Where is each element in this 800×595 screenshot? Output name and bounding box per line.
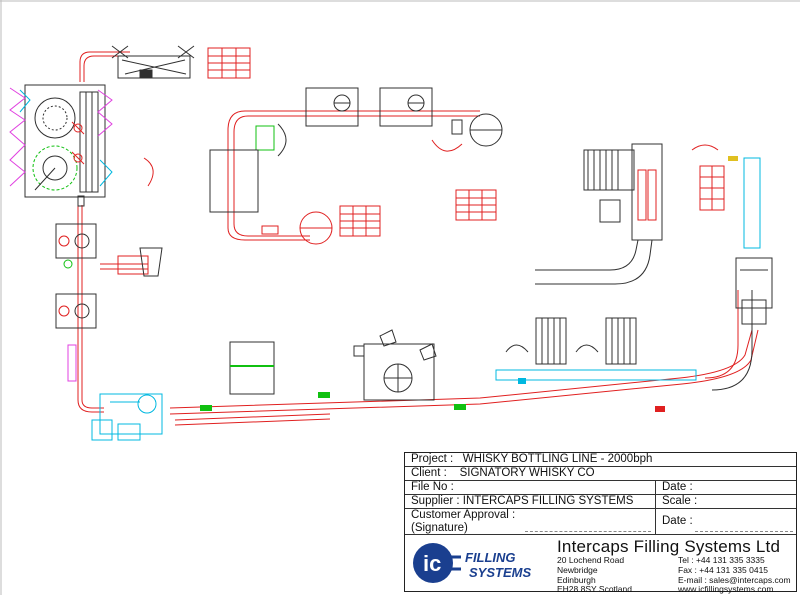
project-value: WHISKY BOTTLING LINE - 2000bph — [462, 453, 653, 465]
pallet-far-right — [699, 165, 725, 211]
company-logo: ic FILLING SYSTEMS — [413, 543, 531, 583]
conveyor-upper-right — [535, 239, 753, 391]
machine-center-bottom — [229, 329, 437, 401]
title-block: Project : WHISKY BOTTLING LINE - 2000bph… — [404, 452, 797, 594]
signature-label: (Signature) — [411, 522, 468, 534]
client-label: Client : — [411, 467, 447, 479]
conveyor-main — [77, 51, 759, 426]
address-line-4: EH28 8SY Scotland — [557, 584, 632, 594]
client-value: SIGNATORY WHISKY CO — [459, 467, 595, 479]
machine-mid-upper — [143, 87, 503, 245]
file-label: File No : — [411, 481, 454, 493]
scale-label: Scale : — [662, 495, 698, 507]
date-line — [695, 531, 793, 532]
conveyor-mid-loop — [100, 110, 480, 270]
pallet-top-left — [207, 47, 251, 79]
date-label: Date : — [662, 481, 693, 493]
approval-row: Customer Approval : (Signature) Date : — [405, 509, 796, 535]
logo-text-filling: FILLING — [465, 550, 516, 565]
supplier-label: Supplier : — [411, 495, 460, 507]
client-row: Client : SIGNATORY WHISKY CO — [405, 467, 796, 481]
pallet-center — [339, 205, 381, 237]
address-line-2: Newbridge — [557, 565, 598, 575]
date2-label: Date : — [662, 515, 693, 527]
address-line-1: 20 Lochend Road — [557, 555, 625, 565]
contact-email[interactable]: E-mail : sales@intercaps.com — [678, 575, 791, 585]
pallet-right — [455, 189, 497, 221]
company-name: Intercaps Filling Systems Ltd — [557, 537, 781, 556]
case-packers — [495, 317, 697, 381]
contact-website[interactable]: www.icfillingsystems.com — [678, 584, 774, 594]
conveyor-markers — [67, 156, 738, 412]
capper-units-left — [55, 223, 163, 329]
depalletiser-right — [583, 143, 773, 325]
rotary-filler-block — [9, 84, 113, 207]
labeller-top — [111, 45, 195, 79]
signature-line — [525, 531, 651, 532]
machine-lower-left-cyan — [91, 393, 163, 441]
logo-text-systems: SYSTEMS — [469, 565, 531, 580]
file-row: File No : Date : — [405, 481, 796, 495]
contact-fax: Fax : +44 131 335 0415 — [678, 565, 769, 575]
contact-tel: Tel : +44 131 335 3335 — [678, 555, 765, 565]
project-label: Project : — [411, 453, 454, 465]
svg-text:ic: ic — [423, 551, 441, 576]
supplier-value: INTERCAPS FILLING SYSTEMS — [462, 495, 634, 507]
address-line-3: Edinburgh — [557, 575, 596, 585]
project-row: Project : WHISKY BOTTLING LINE - 2000bph — [405, 453, 796, 467]
approval-label: Customer Approval : — [411, 509, 516, 521]
supplier-row: Supplier : INTERCAPS FILLING SYSTEMS Sca… — [405, 495, 796, 509]
